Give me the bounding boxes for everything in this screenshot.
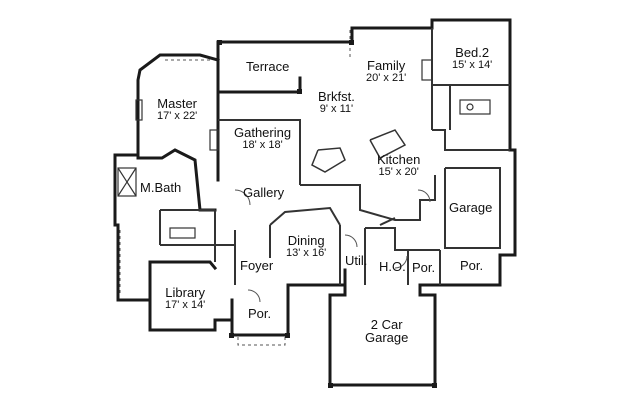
- room-porch-mid-name: Por.: [412, 260, 436, 275]
- room-dining-name: Dining: [287, 233, 325, 248]
- room-porch-front-name: Por.: [248, 306, 272, 321]
- room-kitchen: Kitchen 15' x 20': [377, 153, 420, 178]
- room-kitchen-name: Kitchen: [377, 152, 421, 167]
- room-mbath: M.Bath: [140, 181, 181, 194]
- room-foyer-name: Foyer: [240, 258, 274, 273]
- room-bed2-dims: 15' x 14': [452, 59, 493, 71]
- room-bed2: Bed.2 15' x 14': [452, 46, 492, 71]
- kitchen-island: [311, 129, 407, 173]
- room-brkfst-name: Brkfst.: [318, 89, 355, 104]
- room-dining: Dining 13' x 16': [286, 234, 326, 259]
- room-util: Util.: [345, 254, 367, 267]
- columns: [217, 40, 437, 388]
- room-master: Master 17' x 22': [157, 97, 197, 122]
- room-car-garage-name2: Garage: [365, 330, 409, 345]
- room-master-name: Master: [157, 96, 198, 111]
- room-gallery-name: Gallery: [243, 185, 285, 200]
- room-dining-dims: 13' x 16': [286, 247, 327, 259]
- room-terrace-name: Terrace: [246, 59, 290, 74]
- room-brkfst: Brkfst. 9' x 11': [318, 90, 355, 115]
- room-porch-right-name: Por.: [460, 258, 484, 273]
- room-brkfst-dims: 9' x 11': [319, 103, 354, 115]
- room-gathering: Gathering 18' x 18': [234, 126, 291, 151]
- room-library-dims: 17' x 14': [165, 299, 206, 311]
- room-car-garage: 2 Car Garage: [365, 318, 408, 344]
- room-kitchen-dims: 15' x 20': [378, 166, 419, 178]
- room-ho-name: H.O.: [379, 259, 406, 274]
- room-garage-name: Garage: [449, 200, 493, 215]
- room-library-name: Library: [165, 285, 206, 300]
- room-foyer: Foyer: [240, 259, 273, 272]
- exterior-walls: [113, 18, 517, 387]
- fireplaces: [135, 59, 433, 151]
- room-gallery: Gallery: [243, 186, 284, 199]
- bath-fixtures: [117, 99, 491, 239]
- door-swings: [234, 189, 431, 303]
- room-gathering-dims: 18' x 18': [242, 139, 283, 151]
- room-terrace: Terrace: [246, 60, 289, 73]
- room-car-garage-name: 2 Car: [370, 317, 403, 332]
- room-util-name: Util.: [345, 253, 368, 268]
- room-garage: Garage: [449, 201, 492, 214]
- room-library: Library 17' x 14': [165, 286, 205, 311]
- room-gathering-name: Gathering: [234, 125, 292, 140]
- room-bed2-name: Bed.2: [455, 45, 490, 60]
- room-family-dims: 20' x 21': [366, 72, 407, 84]
- room-mbath-name: M.Bath: [140, 180, 182, 195]
- room-porch-front: Por.: [248, 307, 271, 320]
- room-family-name: Family: [367, 58, 406, 73]
- room-ho: H.O.: [379, 260, 406, 273]
- room-family: Family 20' x 21': [366, 59, 406, 84]
- room-porch-mid: Por.: [412, 261, 435, 274]
- room-master-dims: 17' x 22': [157, 110, 198, 122]
- room-porch-right: Por.: [460, 259, 483, 272]
